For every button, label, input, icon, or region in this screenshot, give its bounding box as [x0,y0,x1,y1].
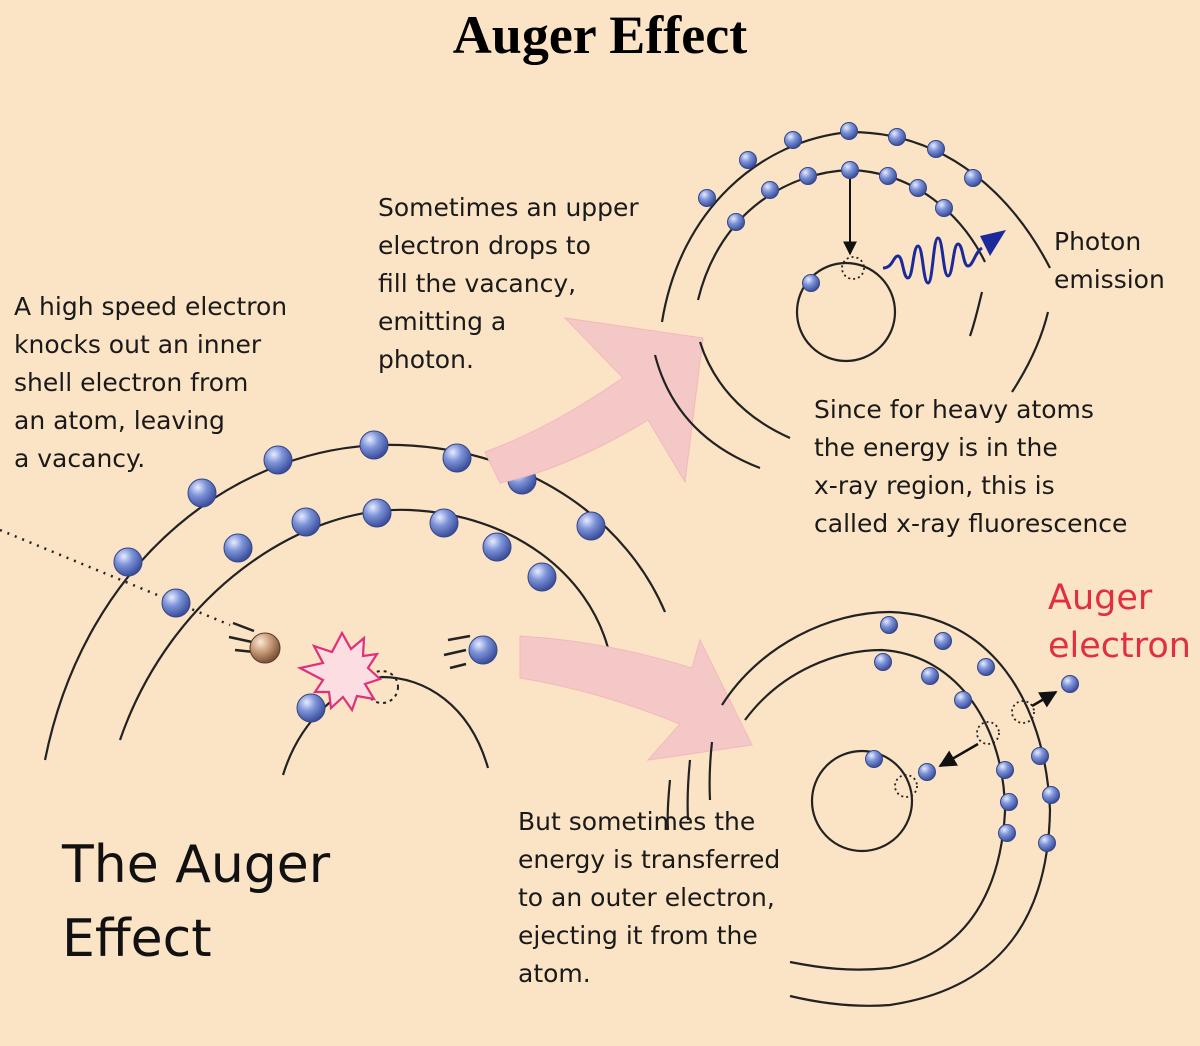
photon-wave [882,236,983,285]
motion-lines [228,621,471,670]
upper-process-arrow [484,317,704,484]
main-atom-electrons [113,430,606,723]
photon-arrowhead [980,230,1006,256]
auger-ejection-arrow [1031,690,1058,708]
electron-trajectory [0,528,231,627]
caption-fluorescence: Since for heavy atoms the energy is in t… [814,395,1128,538]
middle-shell [118,508,610,741]
lower-process-arrow [519,635,753,761]
caption-upper-drop: Sometimes an upper electron drops to fil… [378,193,639,374]
collision-burst [296,630,383,713]
lower-atom-electrons [865,616,1079,852]
upper-atom-electrons [698,122,982,292]
transfer-origin-marker [976,721,1000,745]
auger-electron [1061,675,1079,693]
caption-photon-emission: Photon emission [1054,227,1165,294]
ejection-origin-marker [1011,700,1035,724]
auger-electron-label: Auger electron [1048,578,1191,666]
lower-vacancy-marker [894,774,918,798]
upper-outer-shell [660,130,1051,323]
upper-inner-shell [795,261,897,363]
diagram-title: The Auger Effect [62,835,331,969]
caption-knockout: A high speed electron knocks out an inne… [14,292,288,473]
upper-middle-shell [696,168,986,301]
energy-transfer-arrow [938,742,979,768]
lower-inner-shell [810,749,914,853]
upper-vacancy-marker [841,256,865,280]
incoming-electron [249,632,281,664]
outer-shell [43,443,667,761]
main-atom [43,443,667,776]
page-title: Auger Effect [452,5,748,65]
inner-shell [281,675,490,776]
lower-middle-shell [744,648,1007,971]
caption-transfer: But sometimes the energy is transferred … [518,807,781,988]
